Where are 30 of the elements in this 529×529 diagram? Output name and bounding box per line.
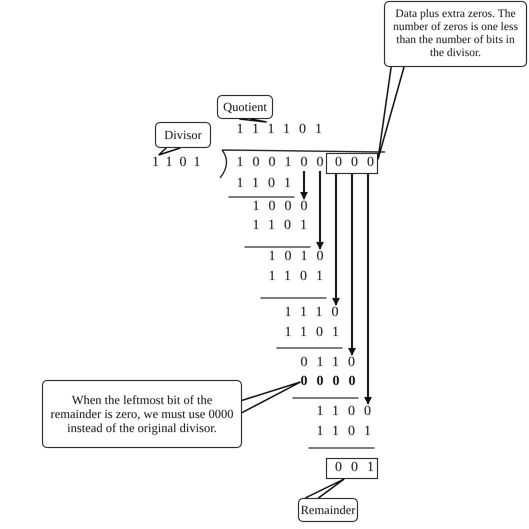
digit-row: 1101 bbox=[316, 424, 380, 440]
remainder-digits: 0110 bbox=[300, 355, 364, 371]
remainder-box: 001 bbox=[326, 458, 378, 479]
arrow bbox=[300, 171, 308, 200]
arrow bbox=[364, 174, 372, 405]
remainder-digits: 1110 bbox=[284, 305, 348, 321]
appended-zeros-box: 000 bbox=[326, 153, 378, 174]
digit-row: 1101 bbox=[284, 325, 348, 341]
note-callout: Data plus extra zeros. The number of zeros is one less than the number of bits in the divisor. bbox=[384, 1, 527, 67]
leader-line bbox=[241, 381, 302, 414]
leader-line bbox=[304, 478, 345, 499]
divisor-digits: 1101 bbox=[152, 155, 208, 171]
arrow bbox=[332, 174, 340, 306]
arrow bbox=[316, 171, 324, 250]
digit-row: 1101 bbox=[236, 176, 300, 192]
remainder-digits: 1100 bbox=[316, 404, 380, 420]
remainder-digits: 1000 bbox=[252, 199, 316, 215]
quotient-callout: Quotient bbox=[217, 95, 273, 119]
leader-line bbox=[377, 66, 405, 160]
quotient-digits: 111101 bbox=[236, 122, 331, 138]
divisor-callout: Divisor bbox=[155, 122, 211, 148]
digit-row: 1101 bbox=[268, 269, 332, 285]
zero-divisor-digits: 0000 bbox=[300, 374, 364, 390]
leader-line bbox=[158, 147, 181, 156]
remainder-digits: 1010 bbox=[268, 249, 332, 265]
note-callout: When the leftmost bit of the remainder is zero, we must use 0000 instead of the original divisor. bbox=[42, 380, 242, 448]
leader-line bbox=[238, 118, 268, 123]
remainder-callout: Remainder bbox=[298, 498, 358, 522]
digit-row: 1101 bbox=[252, 218, 316, 234]
arrow bbox=[348, 174, 356, 356]
